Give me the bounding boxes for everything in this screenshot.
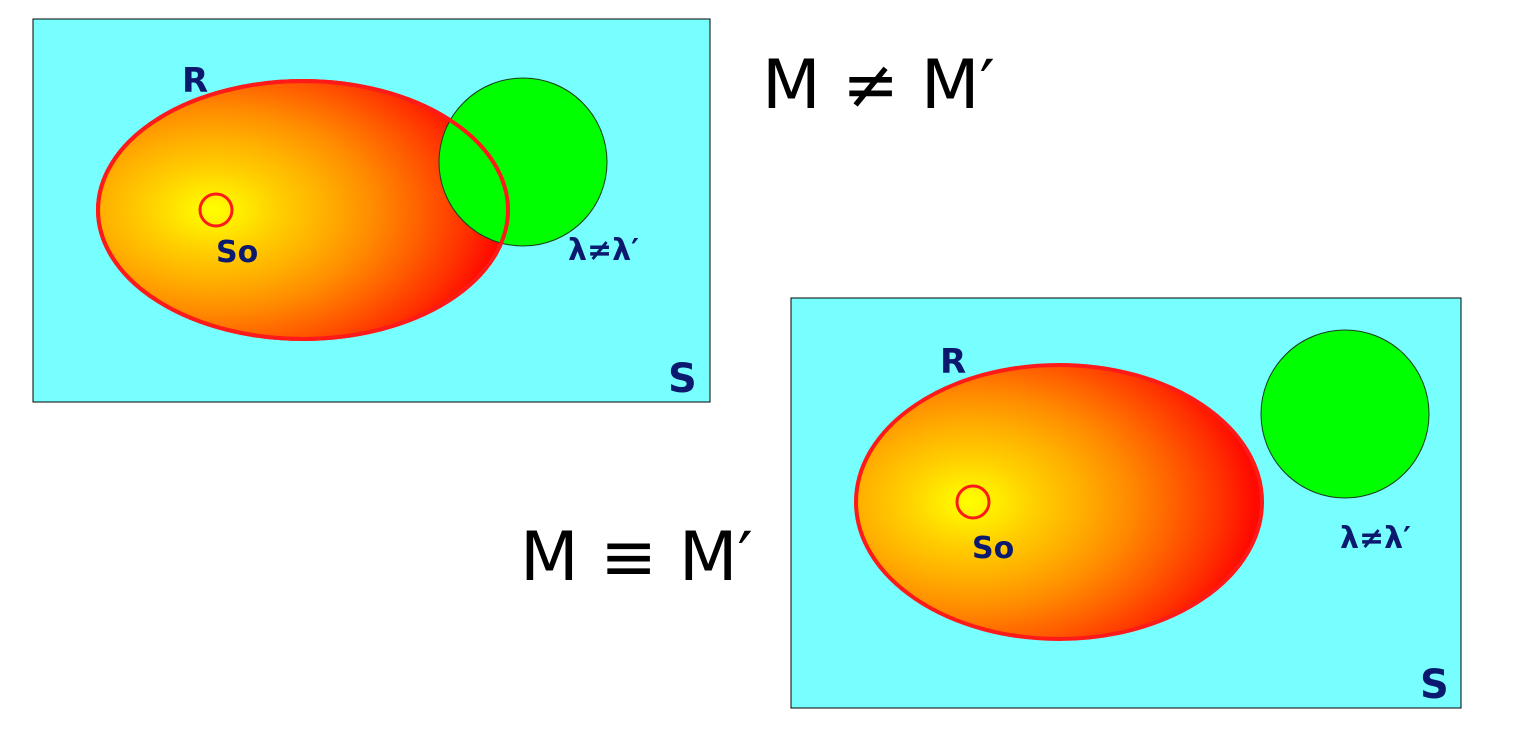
point-label-bottom: So [972,531,1014,566]
region-r-top-outline [96,79,510,341]
panel-top: R So λ≠λ′ S [32,18,711,403]
set-label-bottom: S [1420,662,1449,708]
point-so-marker-top [198,192,234,228]
region-r-bottom [854,363,1264,641]
lambda-label-top: λ≠λ′ [568,233,639,268]
lambda-label-bottom: λ≠λ′ [1340,521,1411,556]
panel-bottom: R So λ≠λ′ S [790,297,1462,709]
region-label-top: R [182,61,208,101]
lambda-circle-top [438,77,608,247]
relation-bottom: M ≡ M′ [520,518,753,597]
point-so-marker-bottom [955,484,991,520]
relation-top: M ≠ M′ [762,46,995,125]
lambda-circle-bottom [1260,329,1430,499]
region-label-bottom: R [940,342,966,382]
set-label-top: S [668,356,697,402]
point-label-top: So [216,235,258,270]
